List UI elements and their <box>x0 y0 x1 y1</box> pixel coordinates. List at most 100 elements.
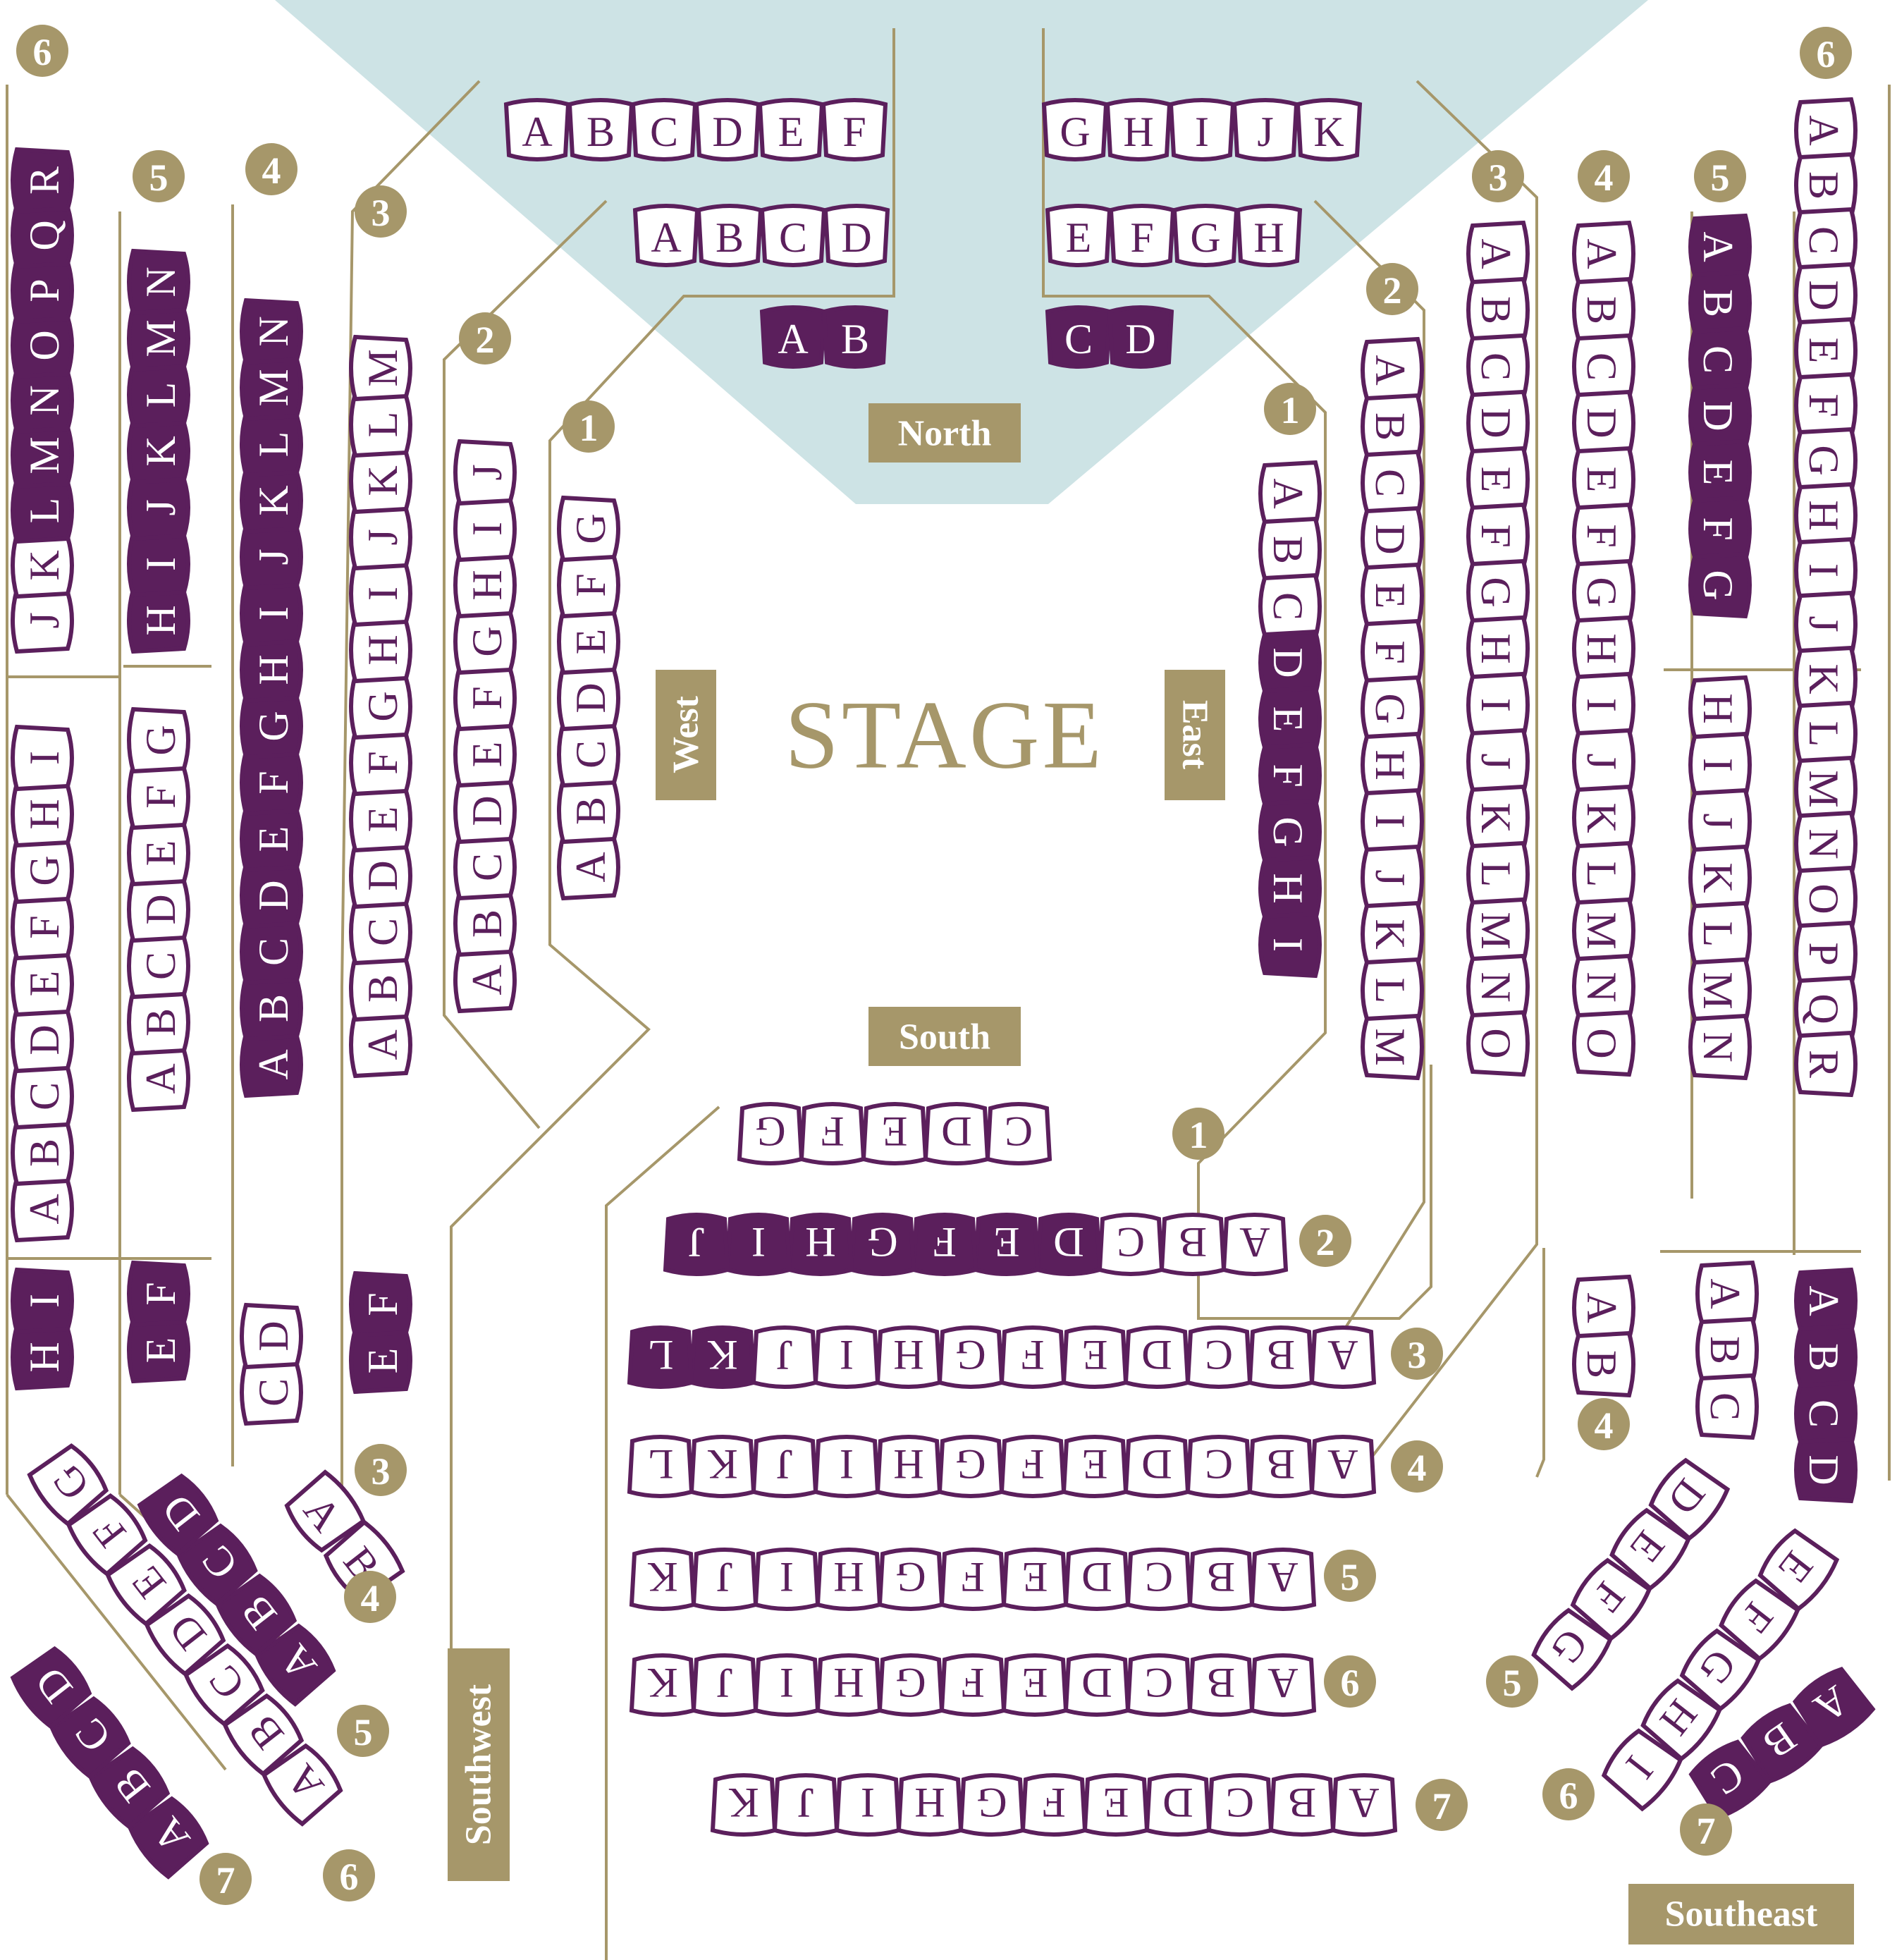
seat[interactable]: J <box>11 587 74 654</box>
seat[interactable]: H <box>11 780 74 848</box>
seat[interactable]: D <box>1063 1548 1131 1611</box>
seat[interactable]: E <box>127 819 190 887</box>
seat[interactable]: C <box>1361 449 1424 517</box>
seat[interactable]: E <box>1045 204 1112 267</box>
seat[interactable]: D <box>10 1644 94 1729</box>
seat[interactable]: J <box>1688 788 1752 855</box>
seat[interactable]: A <box>1221 1213 1289 1276</box>
seat[interactable]: G <box>1361 675 1424 742</box>
seat[interactable]: F <box>240 749 303 816</box>
seat[interactable]: G <box>877 1548 945 1611</box>
seat[interactable]: C <box>1185 1435 1253 1498</box>
seat[interactable]: C <box>1045 305 1112 369</box>
seat[interactable]: H <box>127 587 190 654</box>
seat[interactable]: L <box>1361 957 1424 1024</box>
seat[interactable]: B <box>1738 1701 1824 1784</box>
seat[interactable]: I <box>1599 1726 1683 1812</box>
seat[interactable]: C <box>1097 1213 1165 1276</box>
seat[interactable]: G <box>1572 558 1635 626</box>
seat[interactable]: K <box>11 532 74 599</box>
seat[interactable]: E <box>1061 1325 1129 1389</box>
seat[interactable]: I <box>1466 671 1530 739</box>
seat[interactable]: N <box>1466 953 1530 1021</box>
seat[interactable]: L <box>11 477 74 544</box>
seat[interactable]: A <box>1794 1267 1858 1335</box>
section-label-north[interactable]: North <box>868 403 1021 463</box>
seat[interactable]: D <box>1361 506 1424 573</box>
seat[interactable]: I <box>240 580 303 647</box>
seat[interactable]: C <box>183 1641 267 1727</box>
seat[interactable]: B <box>221 1691 306 1777</box>
seat[interactable]: B <box>1247 1435 1315 1498</box>
seat[interactable]: E <box>453 721 517 788</box>
seat[interactable]: E <box>1082 1773 1150 1837</box>
seat[interactable]: M <box>1688 957 1752 1024</box>
seat[interactable]: A <box>1695 1260 1759 1328</box>
seat[interactable]: F <box>1688 495 1752 563</box>
seat[interactable]: D <box>557 664 620 732</box>
section-label-southeast[interactable]: Southeast <box>1628 1884 1854 1944</box>
seat[interactable]: G <box>877 1653 945 1717</box>
seat[interactable]: G <box>1677 1626 1762 1712</box>
seat[interactable]: C <box>557 721 620 788</box>
seat[interactable]: E <box>973 1213 1040 1276</box>
seat[interactable]: I <box>11 1267 74 1335</box>
seat[interactable]: G <box>349 673 412 740</box>
seat[interactable]: G <box>1688 551 1752 619</box>
seat[interactable]: D <box>240 862 303 929</box>
seat[interactable]: D <box>127 876 190 943</box>
seat[interactable]: F <box>127 763 190 831</box>
seat[interactable]: J <box>240 523 303 591</box>
seat[interactable]: D <box>1123 1435 1191 1498</box>
seat[interactable]: A <box>503 98 571 161</box>
seat[interactable]: E <box>1688 439 1752 506</box>
seat[interactable]: I <box>11 724 74 792</box>
seat[interactable]: A <box>127 1794 211 1880</box>
seat[interactable]: B <box>1572 276 1635 344</box>
seat[interactable]: B <box>1572 1330 1635 1398</box>
seat[interactable]: J <box>127 474 190 541</box>
seat[interactable]: C <box>240 1359 303 1426</box>
seat[interactable]: A <box>453 946 517 1014</box>
seat[interactable]: E <box>861 1102 928 1165</box>
seat[interactable]: E <box>11 950 74 1017</box>
section-label-east[interactable]: East <box>1165 670 1225 800</box>
seat[interactable]: B <box>349 955 412 1022</box>
seat[interactable]: D <box>1258 629 1322 697</box>
seat[interactable]: H <box>1361 731 1424 799</box>
seat[interactable]: J <box>751 1435 818 1498</box>
seat[interactable]: N <box>1688 1013 1752 1081</box>
seat[interactable]: B <box>453 890 517 957</box>
seat[interactable]: E <box>1794 317 1858 384</box>
seat[interactable]: K <box>1688 844 1752 912</box>
seat[interactable]: M <box>1572 897 1635 964</box>
seat[interactable]: B <box>11 1119 74 1187</box>
seat[interactable]: L <box>240 410 303 478</box>
seat[interactable]: F <box>1020 1773 1088 1837</box>
seat[interactable]: P <box>11 257 74 324</box>
seat[interactable]: G <box>958 1773 1026 1837</box>
seat[interactable]: E <box>1607 1505 1691 1591</box>
seat[interactable]: F <box>1361 618 1424 686</box>
seat[interactable]: G <box>849 1213 916 1276</box>
seat[interactable]: B <box>87 1744 172 1830</box>
seat[interactable]: O <box>1794 865 1858 933</box>
seat[interactable]: K <box>629 1653 696 1717</box>
seat[interactable]: D <box>1123 1325 1191 1389</box>
seat[interactable]: G <box>240 692 303 760</box>
seat[interactable]: D <box>1035 1213 1103 1276</box>
seat[interactable]: F <box>799 1102 866 1165</box>
seat[interactable]: F <box>1466 502 1530 570</box>
seat[interactable]: N <box>127 248 190 316</box>
seat[interactable]: Q <box>1794 975 1858 1043</box>
seat[interactable]: H <box>1688 675 1752 742</box>
seat[interactable]: G <box>1041 98 1109 161</box>
seat[interactable]: C <box>1258 572 1322 640</box>
seat[interactable]: G <box>1258 798 1322 866</box>
seat[interactable]: J <box>691 1653 759 1717</box>
seat[interactable]: C <box>349 898 412 966</box>
seat[interactable]: C <box>127 932 190 1000</box>
seat[interactable]: A <box>254 1621 338 1707</box>
seat[interactable]: M <box>1466 897 1530 964</box>
seat[interactable]: H <box>1794 482 1858 549</box>
